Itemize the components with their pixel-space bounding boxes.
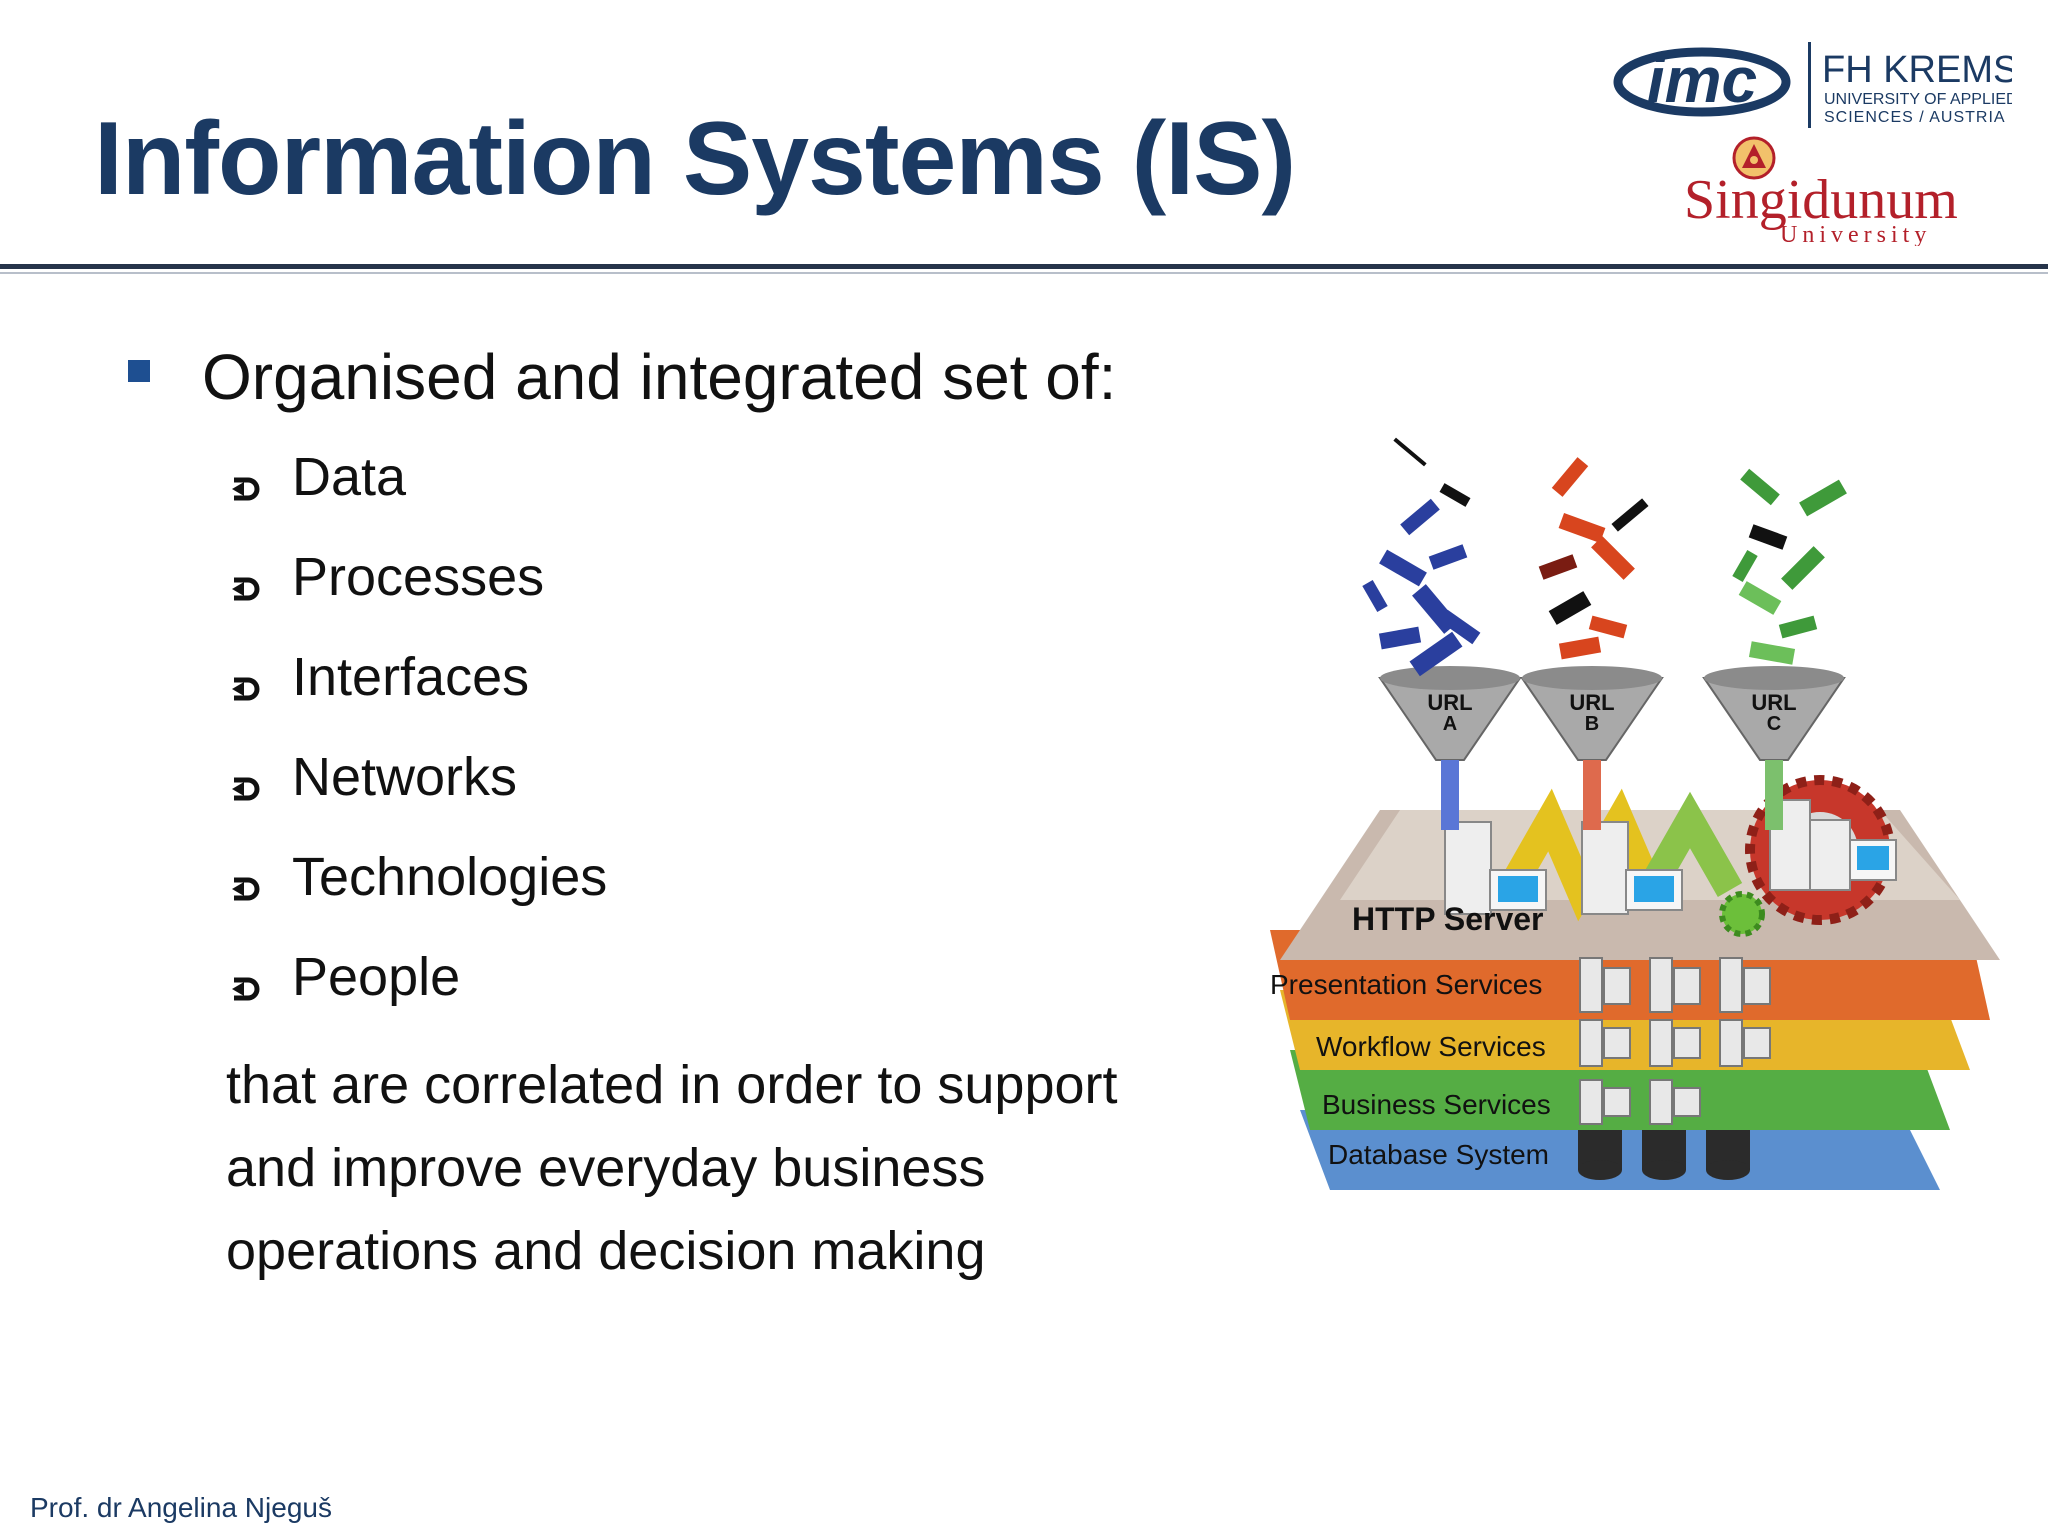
server-rack-icon <box>1579 957 1771 1125</box>
list-item-text: Technologies <box>292 847 608 907</box>
server-icon <box>1581 821 1683 915</box>
slide-title: Information Systems (IS) <box>94 101 1296 217</box>
list-item-text: People <box>292 947 461 1007</box>
data-fragments-red <box>1538 457 1649 660</box>
fh-krems-subtitle-1: UNIVERSITY OF APPLIED <box>1824 91 2012 108</box>
singidunum-university-text: University <box>1780 222 1931 246</box>
square-bullet-icon <box>128 360 150 382</box>
singidunum-logo: Singidunum University <box>1684 136 1958 246</box>
list-item-text: Networks <box>292 747 518 807</box>
list-item-text: Processes <box>292 547 545 607</box>
main-bullet-text: Organised and integrated set of: <box>202 341 1117 413</box>
singidunum-emblem-icon <box>1732 136 1776 180</box>
small-gear-icon <box>1719 891 1765 937</box>
funnel-b-label-2: B <box>1585 713 1599 735</box>
http-server-label: HTTP Server <box>1352 901 1544 937</box>
imc-logo-text: imc <box>1647 44 1757 116</box>
paragraph-line: operations and decision making <box>226 1221 986 1281</box>
list-item: Processes <box>228 546 607 646</box>
funnel-a: URL A <box>1378 666 1522 830</box>
database-cylinder-icon <box>1578 1130 1750 1180</box>
fh-krems-subtitle-2: SCIENCES / AUSTRIA <box>1824 109 2006 126</box>
footer-author: Prof. dr Angelina Njeguš <box>30 1492 332 1523</box>
server-icon <box>1444 821 1547 915</box>
presentation-services-label: Presentation Services <box>1270 969 1542 1000</box>
funnel-a-label-1: URL <box>1427 690 1472 715</box>
arrow-bullet-icon <box>232 977 260 1001</box>
title-divider-shadow <box>0 272 2048 274</box>
funnel-c: URL C <box>1702 666 1846 830</box>
is-architecture-diagram: URL A URL B URL C <box>1270 437 2000 1190</box>
funnel-a-label-2: A <box>1443 713 1457 735</box>
workflow-services-label: Workflow Services <box>1316 1031 1546 1062</box>
singidunum-wordmark: Singidunum <box>1684 169 1958 231</box>
sub-bullet-list: Data Processes Interfaces Networks Techn… <box>228 446 607 1046</box>
paragraph-line: that are correlated in order to support <box>226 1055 1118 1115</box>
list-item: People <box>228 946 607 1046</box>
list-item-text: Data <box>292 447 407 507</box>
list-item: Technologies <box>228 846 607 946</box>
main-bullet: Organised and integrated set of: <box>128 340 1116 414</box>
server-icon <box>1769 799 1897 891</box>
list-item: Data <box>228 446 607 546</box>
arrow-bullet-icon <box>232 877 260 901</box>
funnel-c-label-2: C <box>1767 713 1781 735</box>
funnel-c-label-1: URL <box>1751 690 1796 715</box>
funnel-b-label-1: URL <box>1569 690 1614 715</box>
funnel-b: URL B <box>1520 666 1664 830</box>
flow-arrow-icon <box>1637 791 1743 897</box>
fh-krems-title: FH KREMS <box>1822 49 2012 91</box>
business-services-label: Business Services <box>1322 1089 1551 1120</box>
list-item: Networks <box>228 746 607 846</box>
data-fragments-green <box>1732 468 1847 665</box>
paragraph-line: and improve everyday business <box>226 1138 986 1198</box>
database-system-label: Database System <box>1328 1139 1549 1170</box>
list-item-text: Interfaces <box>292 647 530 707</box>
list-item: Interfaces <box>228 646 607 746</box>
imc-fh-krems-logo: imc FH KREMS UNIVERSITY OF APPLIED SCIEN… <box>1613 42 2012 128</box>
data-fragments-blue <box>1362 437 1481 677</box>
title-divider <box>0 264 2048 269</box>
arrow-bullet-icon <box>232 777 260 801</box>
flow-arrow-icon <box>1497 788 1663 922</box>
arrow-bullet-icon <box>232 477 260 501</box>
arrow-bullet-icon <box>232 677 260 701</box>
arrow-bullet-icon <box>232 577 260 601</box>
description-paragraph: that are correlated in order to support … <box>226 1044 1226 1293</box>
